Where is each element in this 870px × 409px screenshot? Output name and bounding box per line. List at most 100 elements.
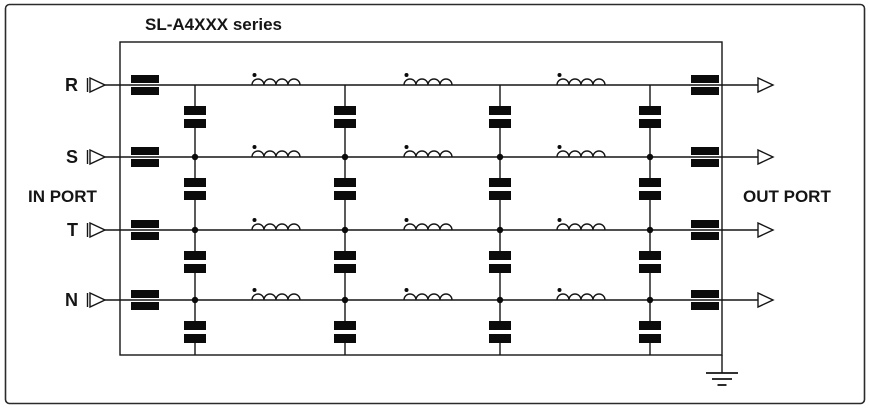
shunt-capacitor	[184, 178, 206, 200]
capacitor-plate	[639, 321, 661, 330]
capacitor-plate	[639, 119, 661, 128]
capacitor-plate	[691, 232, 719, 240]
out-terminal-S	[757, 148, 775, 166]
capacitor-gap	[184, 115, 206, 119]
capacitor-plate	[184, 191, 206, 200]
inductor-coil	[556, 73, 606, 86]
polarity-dot	[404, 145, 409, 149]
in-terminal-T	[86, 221, 107, 239]
polarity-dot	[252, 218, 257, 222]
inductor-coil	[403, 288, 453, 301]
terminal-triangle	[757, 221, 775, 239]
capacitor-plate	[639, 264, 661, 273]
schematic-title: SL-A4XXX series	[145, 15, 282, 34]
in-terminal-N	[86, 291, 107, 309]
feedthrough-capacitor	[691, 290, 719, 310]
capacitor-plate	[131, 290, 159, 298]
terminal-triangle	[757, 148, 775, 166]
junction-dot	[341, 226, 349, 234]
capacitor-plate	[489, 334, 511, 343]
shunt-column-1	[184, 85, 206, 355]
capacitor-plate	[131, 220, 159, 228]
filter-enclosure-box	[119, 41, 723, 356]
capacitor-plate	[489, 119, 511, 128]
shunt-capacitor	[489, 106, 511, 128]
terminal-triangle	[757, 76, 775, 94]
coil-winding	[556, 150, 606, 158]
capacitor-gap	[184, 330, 206, 334]
capacitor-gap	[184, 187, 206, 191]
capacitor-plate	[691, 87, 719, 95]
inductor-coil	[403, 145, 453, 158]
capacitor-gap	[184, 260, 206, 264]
capacitor-plate	[639, 251, 661, 260]
polarity-dot	[404, 73, 409, 77]
capacitor-plate	[489, 191, 511, 200]
capacitor-gap	[334, 187, 356, 191]
capacitor-plate	[489, 251, 511, 260]
shunt-column-2	[334, 85, 356, 355]
coil-winding	[403, 293, 453, 301]
polarity-dot	[557, 288, 562, 292]
capacitor-plate	[691, 159, 719, 167]
capacitor-plate	[184, 119, 206, 128]
shunt-capacitor	[489, 321, 511, 343]
capacitor-plate	[131, 87, 159, 95]
shunt-capacitor	[334, 106, 356, 128]
feedthrough-capacitor	[131, 220, 159, 240]
shunt-column-3	[489, 85, 511, 355]
capacitor-plate	[691, 290, 719, 298]
coil-winding	[251, 150, 301, 158]
terminal-triangle	[89, 148, 107, 166]
line-label-S: S	[66, 147, 78, 167]
polarity-dot	[557, 73, 562, 77]
coil-winding	[251, 78, 301, 86]
capacitor-plate	[184, 251, 206, 260]
out-terminal-N	[757, 291, 775, 309]
inductor-coil	[556, 218, 606, 231]
capacitor-plate	[184, 321, 206, 330]
junction-dot	[191, 296, 199, 304]
capacitor-plate	[131, 159, 159, 167]
capacitor-gap	[489, 187, 511, 191]
junction-dot	[496, 153, 504, 161]
capacitor-plate	[334, 321, 356, 330]
inductor-coil	[251, 73, 301, 86]
line-label-T: T	[67, 220, 78, 240]
feedthrough-capacitor	[691, 147, 719, 167]
shunt-capacitor	[639, 106, 661, 128]
shunt-capacitor	[184, 251, 206, 273]
capacitor-plate	[489, 178, 511, 187]
terminal-triangle	[89, 291, 107, 309]
shunt-capacitor	[639, 321, 661, 343]
capacitor-plate	[131, 232, 159, 240]
phase-line-R	[86, 73, 775, 95]
capacitor-gap	[334, 260, 356, 264]
capacitor-plate	[334, 106, 356, 115]
coil-winding	[251, 223, 301, 231]
shunt-capacitor	[334, 251, 356, 273]
capacitor-plate	[639, 334, 661, 343]
polarity-dot	[252, 145, 257, 149]
shunt-capacitor	[489, 251, 511, 273]
inductor-coil	[556, 288, 606, 301]
terminal-triangle	[757, 291, 775, 309]
junction-dot	[646, 153, 654, 161]
capacitor-plate	[691, 147, 719, 155]
in-port-label: IN PORT	[28, 187, 98, 206]
capacitor-plate	[334, 191, 356, 200]
capacitor-gap	[639, 260, 661, 264]
feedthrough-capacitor	[131, 290, 159, 310]
ground-symbol	[706, 355, 738, 386]
in-terminal-R	[86, 76, 107, 94]
junction-dot	[191, 153, 199, 161]
inductor-coil	[403, 73, 453, 86]
capacitor-plate	[691, 75, 719, 83]
coil-winding	[403, 150, 453, 158]
shunt-capacitor	[184, 106, 206, 128]
inductor-coil	[403, 218, 453, 231]
junction-dot	[646, 226, 654, 234]
shunt-capacitor	[334, 321, 356, 343]
capacitor-plate	[184, 334, 206, 343]
